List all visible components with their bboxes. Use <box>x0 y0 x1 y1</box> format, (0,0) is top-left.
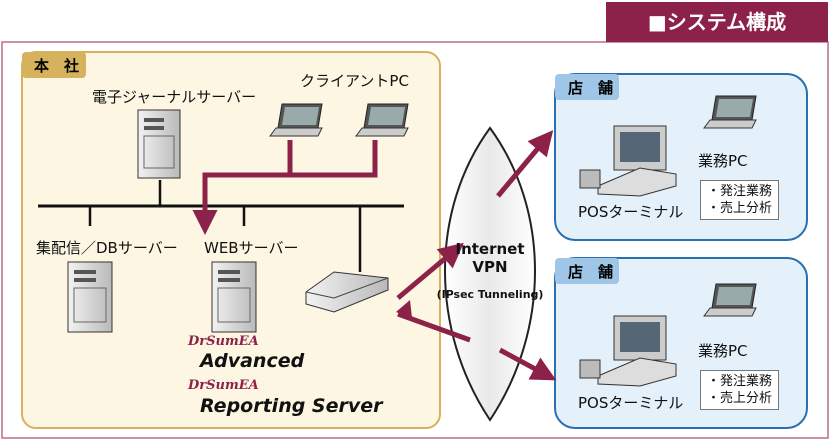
vpn-arrow-hq-lower <box>397 311 471 343</box>
store2-task-list: ・発注業務 ・売上分析 <box>700 370 780 410</box>
network-line2: VPN <box>472 258 508 276</box>
store2-pos-label: POSターミナル <box>578 394 684 412</box>
product2-name: Reporting Server <box>200 395 383 417</box>
store2-task-2: ・売上分析 <box>707 391 773 406</box>
store2-laptop-icon <box>703 283 757 317</box>
client-flow-arrow-1 <box>192 140 293 235</box>
hq-label-box <box>22 52 86 78</box>
vpn-arrowhead-hq-lower <box>396 300 412 318</box>
store1-task-list: ・発注業務 ・売上分析 <box>700 180 780 220</box>
product1-name: Advanced <box>200 350 305 372</box>
store1-laptop-icon <box>703 95 757 129</box>
store2-task-1: ・発注業務 <box>707 374 773 389</box>
web-server-icon <box>211 261 257 333</box>
network-line1: Internet <box>455 240 525 258</box>
outer-frame <box>1 41 829 439</box>
vpn-cloud <box>444 126 536 422</box>
section-title: ■システム構成 <box>606 2 828 42</box>
web-server-label: WEBサーバー <box>204 239 299 257</box>
store1-label: 店 舗 <box>568 79 614 97</box>
client-laptop-2-icon <box>355 103 409 137</box>
vpn-arrow-store-2 <box>498 347 557 381</box>
client-laptop-1-icon <box>269 103 323 137</box>
router-icon <box>305 271 389 313</box>
vpn-arrow-hq-upper <box>396 242 464 300</box>
store1-task-1: ・発注業務 <box>707 184 773 199</box>
store2-pc-label: 業務PC <box>698 342 748 360</box>
vpn-arrow-store-1 <box>496 130 554 198</box>
store2-label: 店 舗 <box>568 263 614 281</box>
store2-pos-icon <box>579 315 677 387</box>
journal-server-icon <box>137 109 181 179</box>
store1-task-2: ・売上分析 <box>707 201 773 216</box>
store-label-box-2 <box>555 258 619 284</box>
product2-logo-top: DrSumEA <box>188 378 259 393</box>
store1-pos-icon <box>579 125 677 197</box>
client-flow-arrow-2 <box>290 140 378 178</box>
hq-label: 本 社 <box>34 57 80 75</box>
store1-pos-label: POSターミナル <box>578 203 684 221</box>
client-pc-label: クライアントPC <box>300 72 409 90</box>
store1-pc-label: 業務PC <box>698 152 748 170</box>
db-server-icon <box>67 261 113 333</box>
store-label-box-1 <box>555 74 619 100</box>
product1-logo-top: DrSumEA <box>188 334 259 349</box>
network-line3: (IPsec Tunneling) <box>436 288 544 301</box>
hq-area <box>21 51 441 429</box>
db-server-label: 集配信／DBサーバー <box>36 239 178 257</box>
journal-server-label: 電子ジャーナルサーバー <box>92 88 257 106</box>
